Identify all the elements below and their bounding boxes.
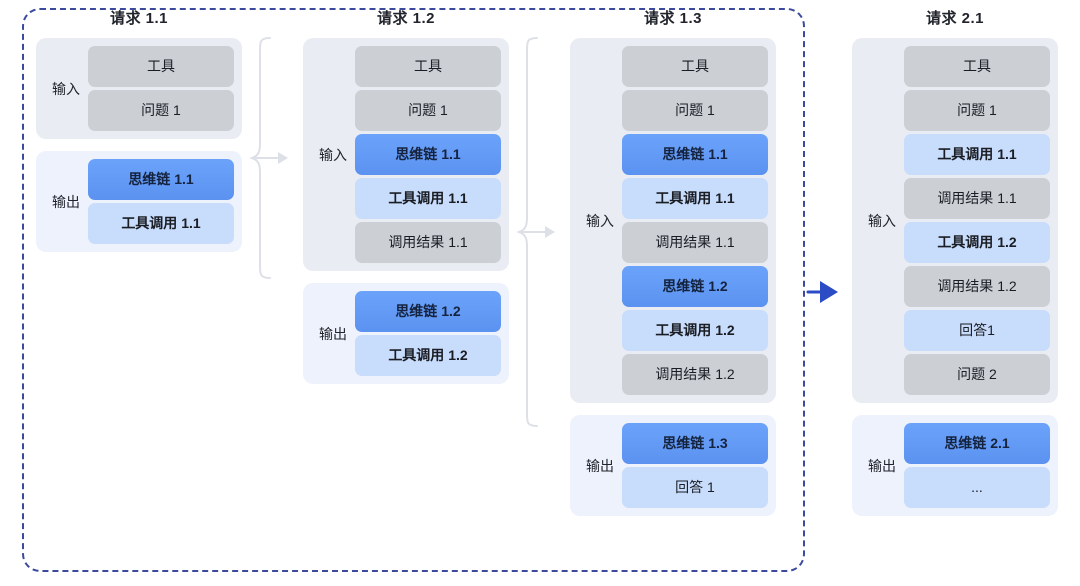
output-chip: 工具调用 1.1 [88, 203, 234, 244]
input-chip: 思维链 1.2 [622, 266, 768, 307]
input-chip: 调用结果 1.2 [622, 354, 768, 395]
output-chip: 思维链 2.1 [904, 423, 1050, 464]
output-chip: 思维链 1.3 [622, 423, 768, 464]
output-items: 思维链 2.1... [904, 423, 1050, 508]
input-label: 输入 [52, 80, 80, 97]
input-chip: 工具调用 1.1 [904, 134, 1050, 175]
output-group: 输出 思维链 2.1... [852, 415, 1058, 516]
input-chip: 问题 1 [622, 90, 768, 131]
input-chip: 工具调用 1.1 [622, 178, 768, 219]
connector-brace-1-to-2 [250, 37, 288, 279]
input-label: 输入 [319, 146, 347, 163]
input-chip: 问题 1 [88, 90, 234, 131]
output-label: 输出 [319, 325, 347, 342]
input-chip: 问题 1 [355, 90, 501, 131]
input-label: 输入 [586, 212, 614, 229]
input-chip: 思维链 1.1 [355, 134, 501, 175]
column-title: 请求 1.2 [376, 10, 436, 27]
column-title: 请求 1.1 [109, 10, 169, 27]
input-items: 工具问题 1 [88, 46, 234, 131]
input-chip: 调用结果 1.2 [904, 266, 1050, 307]
input-label: 输入 [868, 212, 896, 229]
output-chip: 思维链 1.1 [88, 159, 234, 200]
input-group: 输入 工具问题 1 [36, 38, 242, 139]
input-chip: 回答1 [904, 310, 1050, 351]
column-title: 请求 1.3 [643, 10, 703, 27]
output-chip: 回答 1 [622, 467, 768, 508]
connector-brace-2-to-3 [517, 37, 555, 427]
input-chip: 工具 [355, 46, 501, 87]
connector-arrow-group-to-col4 [806, 281, 838, 303]
output-chip: 思维链 1.2 [355, 291, 501, 332]
input-chip: 调用结果 1.1 [904, 178, 1050, 219]
input-chip: 工具调用 1.2 [904, 222, 1050, 263]
input-chip: 工具 [622, 46, 768, 87]
input-chip: 工具 [904, 46, 1050, 87]
output-label: 输出 [868, 457, 896, 474]
output-label: 输出 [52, 193, 80, 210]
output-label: 输出 [586, 457, 614, 474]
output-chip: ... [904, 467, 1050, 508]
output-chip: 工具调用 1.2 [355, 335, 501, 376]
input-chip: 工具调用 1.1 [355, 178, 501, 219]
input-chip: 调用结果 1.1 [622, 222, 768, 263]
input-chip: 问题 2 [904, 354, 1050, 395]
input-chip: 工具 [88, 46, 234, 87]
input-chip: 工具调用 1.2 [622, 310, 768, 351]
input-chip: 调用结果 1.1 [355, 222, 501, 263]
column-title: 请求 2.1 [925, 10, 985, 27]
input-chip: 问题 1 [904, 90, 1050, 131]
input-chip: 思维链 1.1 [622, 134, 768, 175]
